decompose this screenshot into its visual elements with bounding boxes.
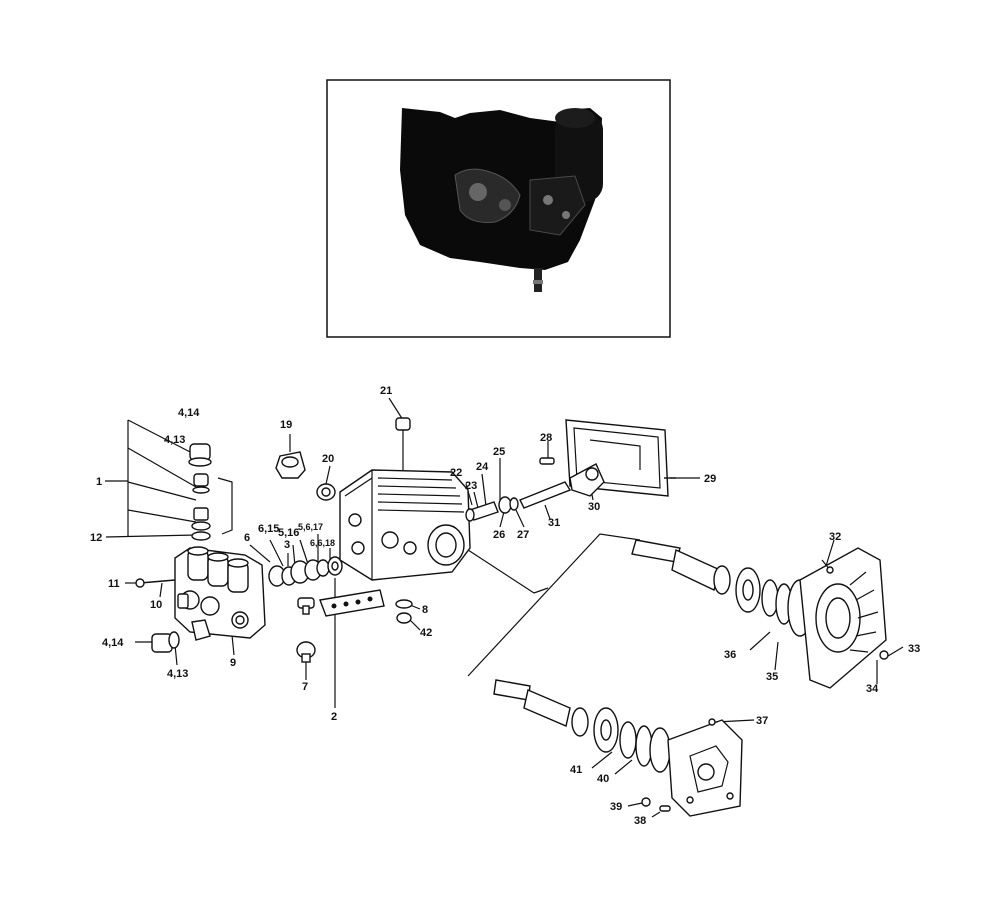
callout-38: 38 xyxy=(634,815,646,827)
callout-12: 12 xyxy=(90,532,102,544)
callout-labels: 4,14 4,13 1 12 11 10 4,14 4,13 9 19 20 5… xyxy=(90,385,920,827)
callout-23: 23 xyxy=(465,480,477,492)
callout-1: 1 xyxy=(96,476,102,488)
callout-36: 36 xyxy=(724,649,736,661)
callout-42: 42 xyxy=(420,627,432,639)
crankcase xyxy=(339,417,471,581)
callout-35: 35 xyxy=(766,671,778,683)
callout-5-6-17: 5,6,17 xyxy=(298,522,323,532)
callout-27: 27 xyxy=(517,529,529,541)
callout-4-14-bottom: 4,14 xyxy=(102,637,124,649)
callout-5-16: 5,16 xyxy=(278,527,299,539)
callout-11: 11 xyxy=(108,578,120,590)
callout-4-14-top: 4,14 xyxy=(178,407,200,419)
seal-parts xyxy=(268,451,413,663)
pump-photo xyxy=(400,108,603,292)
cover-parts xyxy=(465,419,676,522)
callout-24: 24 xyxy=(476,461,489,473)
callout-3: 3 xyxy=(284,539,290,551)
callout-41: 41 xyxy=(570,764,582,776)
callout-34: 34 xyxy=(866,683,879,695)
callout-9: 9 xyxy=(230,657,236,669)
callout-19: 19 xyxy=(280,419,292,431)
callout-26: 26 xyxy=(493,529,505,541)
callout-20: 20 xyxy=(322,453,334,465)
callout-6: 6 xyxy=(244,532,250,544)
callout-4-13-bottom: 4,13 xyxy=(167,668,188,680)
callout-30: 30 xyxy=(588,501,600,513)
callout-37: 37 xyxy=(756,715,768,727)
pump-photo-inset xyxy=(326,79,671,338)
callout-10: 10 xyxy=(150,599,162,611)
callout-40: 40 xyxy=(597,773,609,785)
callout-31: 31 xyxy=(548,517,560,529)
callout-39: 39 xyxy=(610,801,622,813)
callout-7: 7 xyxy=(302,681,308,693)
callout-25: 25 xyxy=(493,446,505,458)
callout-33: 33 xyxy=(908,643,920,655)
drive-assembly-lower xyxy=(493,679,743,817)
drive-assembly-upper xyxy=(631,539,889,689)
callout-32: 32 xyxy=(829,531,841,543)
callout-28: 28 xyxy=(540,432,552,444)
callout-29: 29 xyxy=(704,473,716,485)
manifold-parts xyxy=(135,443,266,653)
callout-6-15: 6,15 xyxy=(258,523,279,535)
callout-2: 2 xyxy=(331,711,337,723)
callout-22: 22 xyxy=(450,467,462,479)
callout-21: 21 xyxy=(380,385,392,397)
callout-6-6-18: 6,6,18 xyxy=(310,538,335,548)
callout-8: 8 xyxy=(422,604,428,616)
callout-4-13-top: 4,13 xyxy=(164,434,185,446)
manifold-head xyxy=(174,546,266,641)
